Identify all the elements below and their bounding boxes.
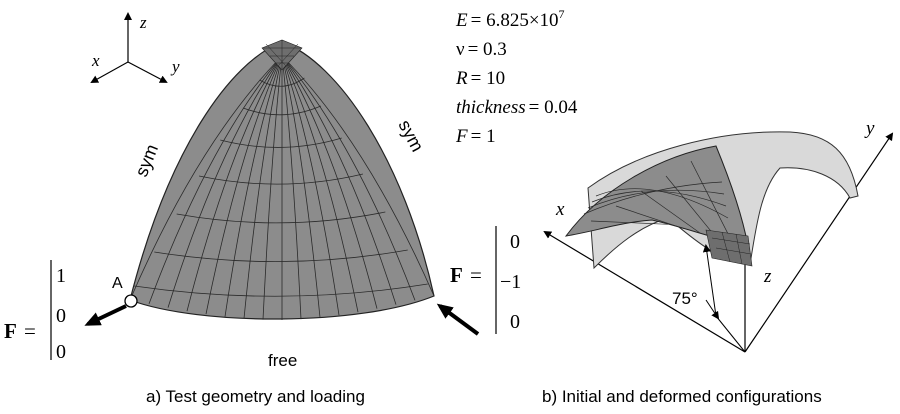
angle-arc-lower [705, 299, 720, 320]
force-right-c3: 0 [510, 311, 520, 333]
angle-arc-upper [702, 244, 717, 317]
force-left-c3: 0 [56, 341, 66, 363]
mesh-meridian [281, 55, 359, 313]
force-left-c2: 0 [56, 305, 66, 327]
force-vector-right: F = 0 −1 0 [450, 226, 521, 334]
b-apex-lines [711, 231, 752, 265]
mesh-meridian [281, 55, 416, 301]
mesh-meridian [243, 55, 283, 319]
apex-refined-mesh [261, 39, 303, 71]
caption-a: a) Test geometry and loading [146, 387, 365, 406]
caption-b: b) Initial and deformed configurations [542, 387, 822, 406]
force-equals-left: = [24, 319, 36, 343]
x-axis-arrow [90, 61, 129, 83]
mesh-meridian [281, 55, 321, 318]
force-symbol-right: F [450, 263, 463, 287]
mesh-meridian [167, 55, 283, 308]
b-x-axis [543, 230, 746, 353]
b-z-label: z [763, 266, 772, 287]
angle-ray [715, 315, 746, 353]
mesh-meridian [186, 55, 283, 312]
shell-mesh [129, 55, 435, 320]
mesh-parallel [242, 105, 322, 116]
b-mesh-line [590, 220, 669, 225]
free-edge-label: free [268, 351, 297, 370]
mesh-meridian [129, 55, 283, 301]
sym-label-left: sym [131, 141, 162, 179]
mesh-parallel [259, 77, 305, 87]
y-axis-arrow [127, 61, 168, 83]
mesh-parallel [220, 137, 342, 148]
b-mesh-line [587, 189, 725, 209]
force-symbol-left: F [4, 319, 17, 343]
z-axis-label: z [139, 13, 147, 32]
x-axis-label: x [91, 51, 100, 70]
mesh-meridian [281, 55, 397, 305]
force-equals-right: = [470, 263, 482, 287]
b-mesh-line [595, 188, 729, 219]
mesh-meridian [281, 55, 302, 320]
y-axis-label: y [170, 57, 180, 76]
force-right-c2: −1 [500, 271, 521, 293]
mesh-meridian [224, 55, 283, 317]
force-left-c1: 1 [56, 265, 66, 287]
b-mesh-line [591, 190, 727, 207]
param-nu: ν= 0.3 [456, 39, 507, 60]
b-apex-refined-mesh [705, 229, 753, 267]
b-mesh-line [665, 175, 717, 238]
parameter-list: E= 6.825×107 ν= 0.3 R= 10 thickness= 0.0… [455, 7, 578, 147]
axis-triad-a: z x y [90, 12, 180, 83]
point-a-marker [124, 294, 138, 308]
param-r: R= 10 [455, 68, 505, 89]
panel-a: z x y sym sym free A F = 1 0 0 [4, 12, 521, 406]
mesh-meridian [205, 55, 283, 315]
load-arrow-left [84, 304, 127, 326]
mesh-meridian [281, 55, 340, 316]
param-thickness: thickness= 0.04 [456, 97, 578, 118]
deformed-mesh [583, 160, 733, 242]
mesh-parallel [176, 211, 386, 224]
point-a-label: A [112, 275, 123, 292]
force-right-c1: 0 [510, 231, 520, 253]
mesh-meridian [262, 55, 283, 320]
mesh-parallel [198, 173, 364, 185]
b-mesh-line [640, 190, 701, 234]
load-arrow-right [436, 303, 480, 336]
force-vector-left: F = 1 0 0 [4, 260, 66, 363]
param-e: E= 6.825×107 [455, 7, 565, 31]
b-x-label: x [555, 199, 565, 220]
param-f: F= 1 [455, 126, 496, 147]
mesh-meridian [148, 55, 283, 305]
mesh-parallel [154, 249, 408, 262]
mesh-meridian [281, 55, 378, 309]
b-mesh-line [615, 205, 685, 229]
b-y-axis [744, 132, 894, 353]
mesh-parallel [134, 283, 428, 297]
panel-b: x y z 75° b) Initial and deformed config… [542, 118, 894, 406]
sym-label-right: sym [394, 116, 427, 155]
b-y-label: y [864, 118, 875, 139]
angle-label: 75° [672, 289, 698, 308]
